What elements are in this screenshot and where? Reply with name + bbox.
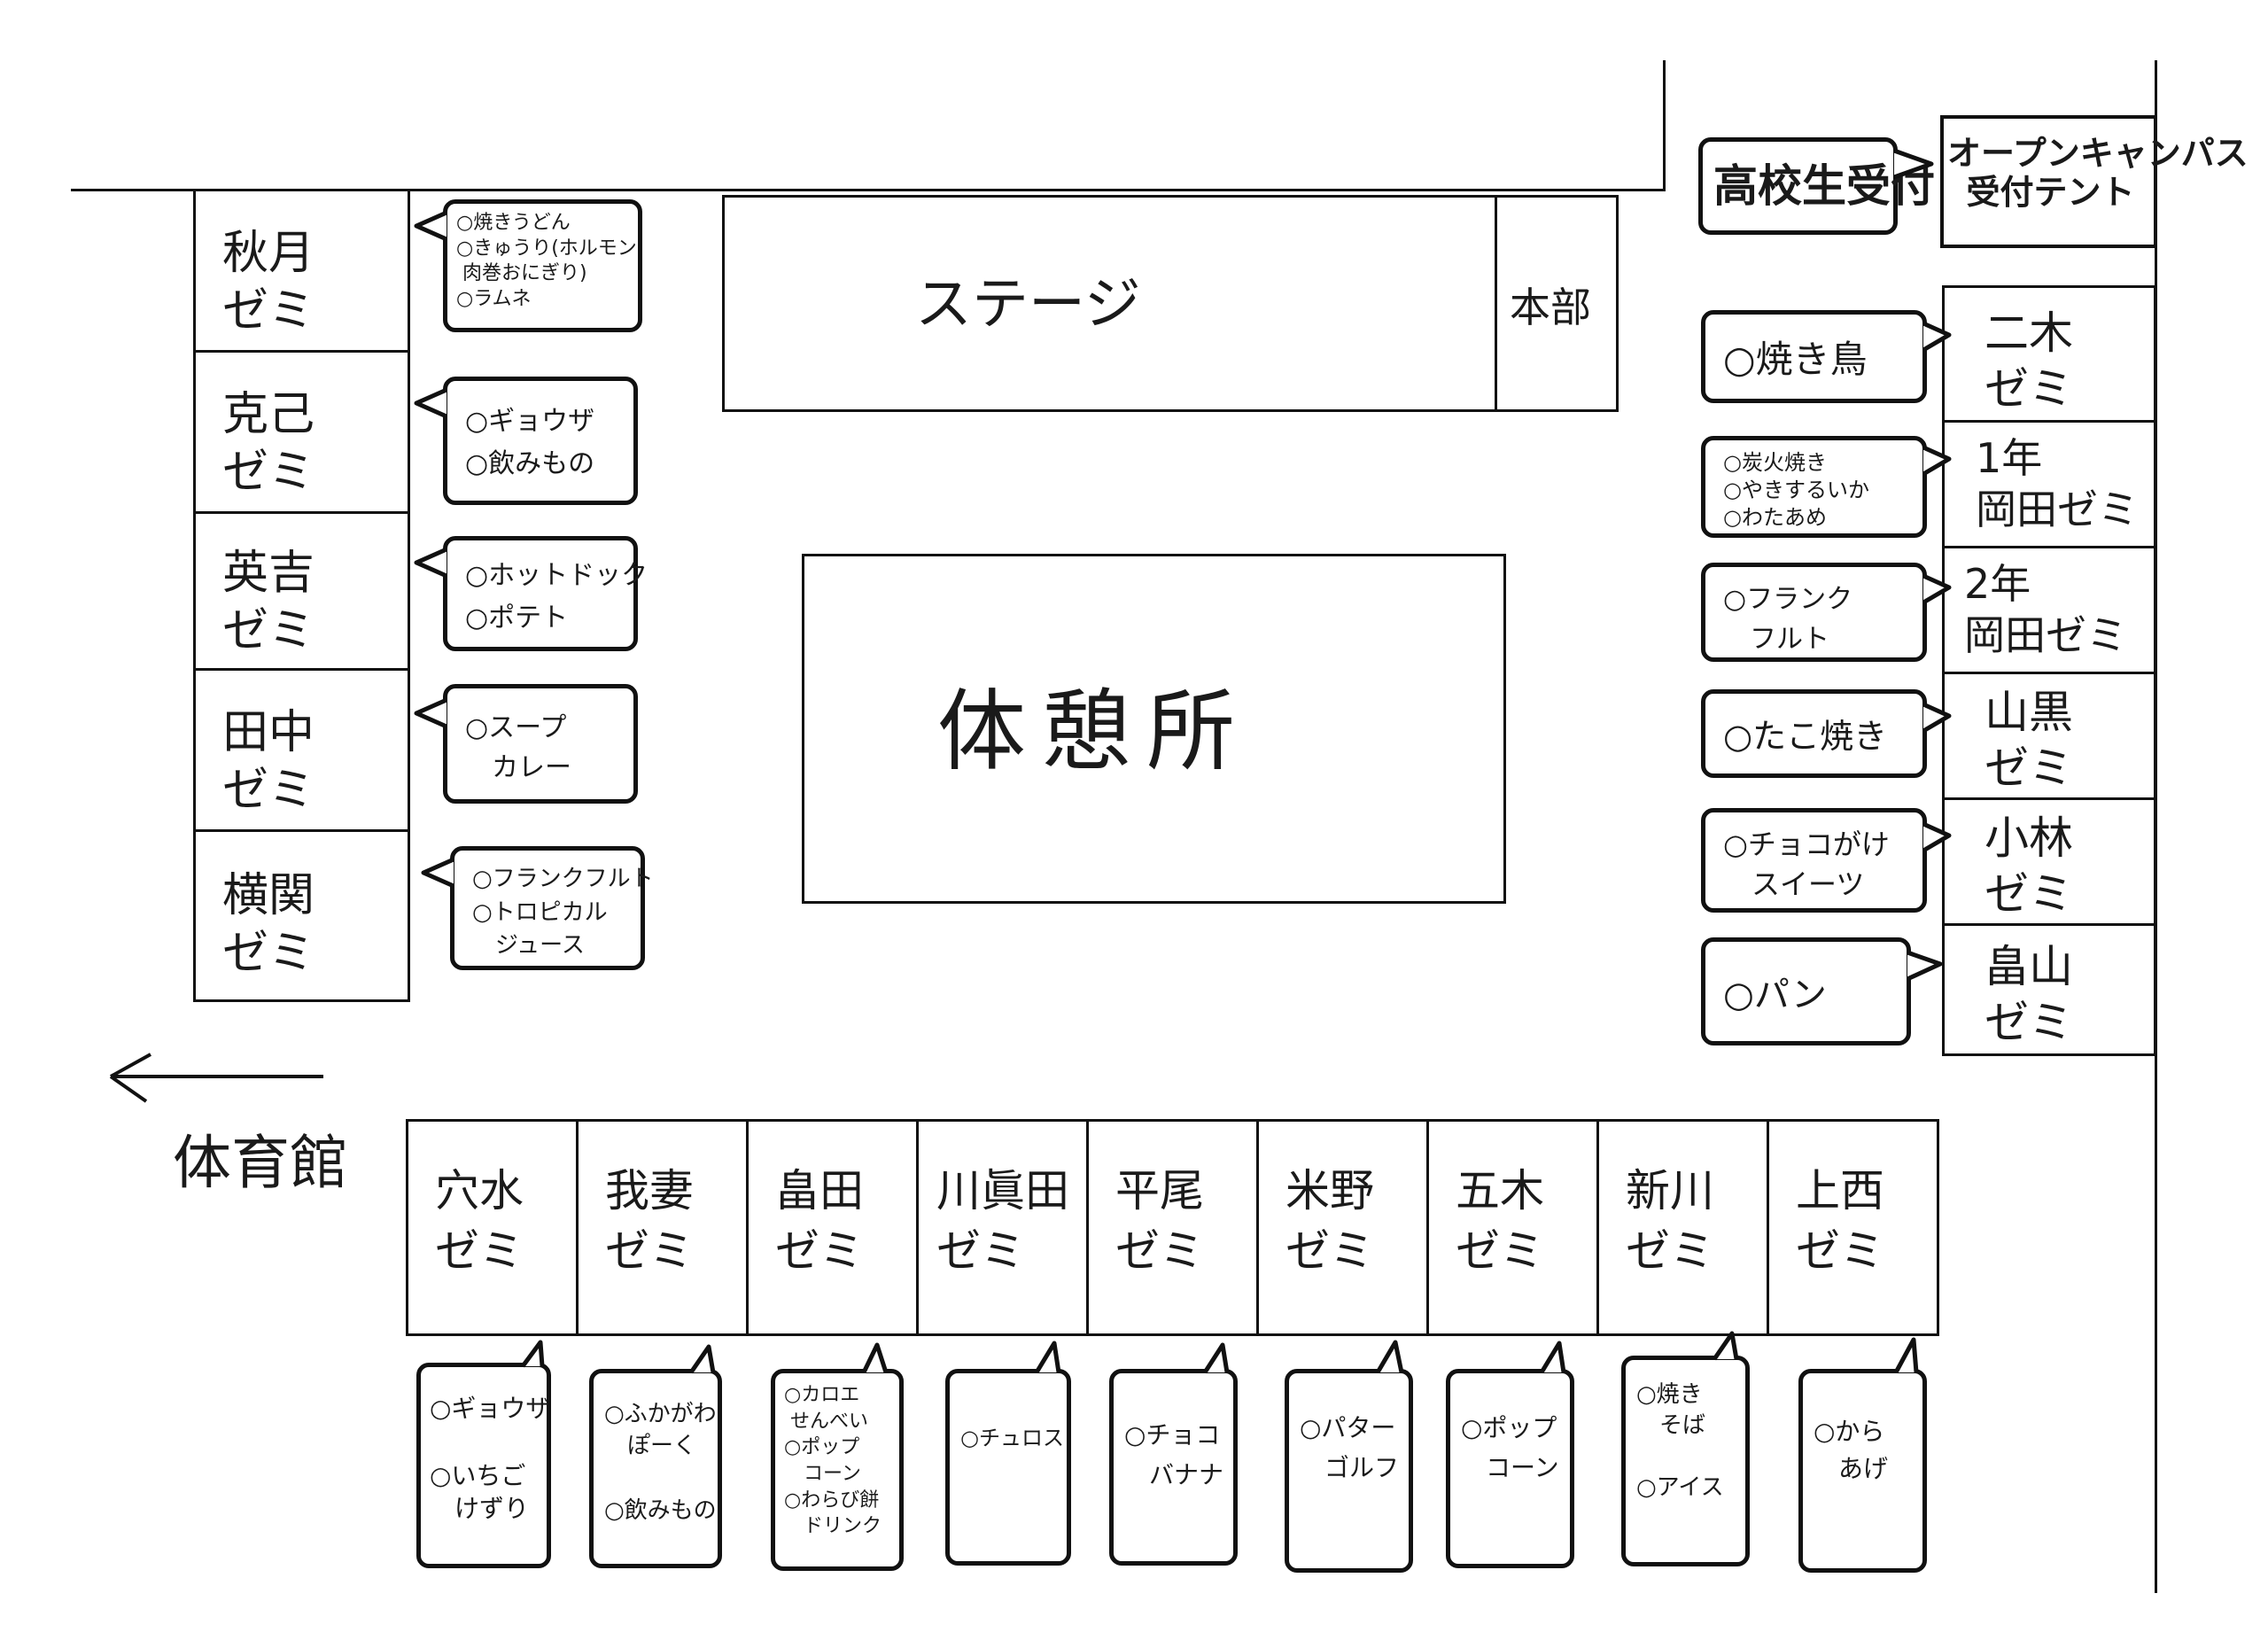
top-road-corner xyxy=(1663,60,1666,191)
menu-items: ○パター ゴルフ xyxy=(1300,1413,1400,1482)
menu-bubble-hirao: ○チョコ バナナ xyxy=(1109,1369,1238,1566)
zemi-box-hatakeyama: 畠山 ゼミ xyxy=(1942,923,2156,1056)
menu-bubble-hatada: ○カロエ せんべい ○ポップ コーン ○わらび餅 ドリンク xyxy=(771,1369,904,1571)
zemi-name: 2年 岡田ゼミ xyxy=(1964,560,2127,659)
menu-items: ○焼き鳥 xyxy=(1723,338,1868,381)
zemi-name: 米野 ゼミ xyxy=(1285,1165,1374,1277)
zemi-box-okada-2: 2年 岡田ゼミ xyxy=(1942,546,2156,674)
menu-bubble-anamizu: ○ギョウザ ○いちご けずり xyxy=(416,1363,551,1568)
hq-box: 本部 xyxy=(1495,195,1619,412)
zemi-name: 新川 ゼミ xyxy=(1626,1165,1714,1277)
open-campus-tent-box: オープンキャンパス 受付テント xyxy=(1940,115,2249,248)
zemi-name: 五木 ゼミ xyxy=(1456,1165,1544,1277)
zemi-name: 山黒 ゼミ xyxy=(1984,687,2073,794)
zemi-name: 秋月 ゼミ xyxy=(222,227,315,338)
zemi-box-futaki: 二木 ゼミ xyxy=(1942,285,2156,423)
menu-bubble-yoneno: ○パター ゴルフ xyxy=(1285,1369,1413,1573)
menu-items: ○ふかがわ ぽーく ○飲みもの xyxy=(604,1401,717,1525)
menu-bubble-kawamata: ○チュロス xyxy=(945,1369,1071,1566)
zemi-name: 小林 ゼミ xyxy=(1984,812,2073,920)
menu-items: ○焼きうどん ○きゅうり(ホルモン 肉巻おにぎり) ○ラムネ xyxy=(456,212,637,310)
menu-bubble-kobayashi: ○チョコがけ スイーツ xyxy=(1701,808,1927,913)
zemi-name: 1年 岡田ゼミ xyxy=(1976,434,2139,533)
zemi-box-yoneno: 米野 ゼミ xyxy=(1256,1119,1429,1336)
hq-label: 本部 xyxy=(1510,284,1591,331)
zemi-box-hatada: 畠田 ゼミ xyxy=(746,1119,919,1336)
menu-items: ○ギョウザ ○飲みもの xyxy=(465,406,595,479)
menu-items: ○焼き そば ○アイス xyxy=(1636,1381,1724,1502)
menu-bubble-akizuki: ○焼きうどん ○きゅうり(ホルモン 肉巻おにぎり) ○ラムネ xyxy=(443,199,642,332)
menu-items: ○ギョウザ ○いちご けずり xyxy=(430,1394,551,1524)
menu-items: ○から あげ xyxy=(1814,1417,1889,1483)
zemi-box-hirao: 平尾 ゼミ xyxy=(1086,1119,1259,1336)
menu-items: ○チュロス xyxy=(960,1426,1064,1450)
hs-reception-bubble: 高校生受付 xyxy=(1698,137,1935,235)
menu-items: ○たこ焼き xyxy=(1723,717,1888,756)
stage-label: ステージ xyxy=(915,272,1141,338)
rest-area-box: 体憩所 xyxy=(802,554,1506,904)
zemi-box-eikichi: 英吉 ゼミ xyxy=(193,511,410,671)
menu-items: ○チョコ バナナ xyxy=(1124,1420,1224,1489)
arrow-left-icon xyxy=(109,1053,323,1103)
menu-bubble-itsuki: ○ポップ コーン xyxy=(1446,1369,1574,1568)
zemi-box-yamaguro: 山黒 ゼミ xyxy=(1942,672,2156,800)
menu-items: ○スープ カレー xyxy=(465,712,571,783)
zemi-box-katsumi: 克己 ゼミ xyxy=(193,350,410,514)
top-road-line xyxy=(71,189,1666,191)
zemi-name: 川眞田 ゼミ xyxy=(936,1165,1069,1277)
zemi-box-kaminishi: 上西 ゼミ xyxy=(1767,1119,1939,1336)
menu-bubble-kaminishi: ○から あげ xyxy=(1798,1369,1927,1573)
menu-bubble-yokozeki: ○フランクフルト ○トロピカル ジュース xyxy=(450,846,654,970)
menu-bubble-okada-1: ○炭火焼き ○やきするいか ○わたあめ xyxy=(1701,436,1927,538)
menu-items: ○チョコがけ スイーツ xyxy=(1723,828,1890,901)
menu-items: ○カロエ せんべい ○ポップ コーン ○わらび餅 ドリンク xyxy=(784,1384,882,1538)
zemi-name: 田中 ゼミ xyxy=(222,706,315,817)
zemi-name: 畠田 ゼミ xyxy=(775,1165,864,1277)
zemi-name: 横関 ゼミ xyxy=(222,869,315,980)
zemi-name: 穴水 ゼミ xyxy=(435,1165,524,1277)
zemi-box-okada-1: 1年 岡田ゼミ xyxy=(1942,420,2156,548)
zemi-name: 我妻 ゼミ xyxy=(605,1165,694,1277)
stage-box: ステージ xyxy=(722,195,1497,412)
menu-bubble-eikichi: ○ホットドック ○ポテト xyxy=(443,536,648,651)
menu-items: ○フランクフルト ○トロピカル ジュース xyxy=(472,866,654,960)
menu-bubble-tanaka: ○スープ カレー xyxy=(443,684,638,804)
zemi-name: 英吉 ゼミ xyxy=(222,547,315,657)
menu-items: ○パン xyxy=(1723,975,1827,1015)
zemi-box-yokozeki: 横関 ゼミ xyxy=(193,829,410,1002)
menu-bubble-okada-2: ○フランク フルト xyxy=(1701,563,1927,662)
menu-bubble-shinkawa: ○焼き そば ○アイス xyxy=(1621,1356,1750,1566)
zemi-box-tanaka: 田中 ゼミ xyxy=(193,668,410,832)
menu-items: ○炭火焼き ○やきするいか ○わたあめ xyxy=(1723,450,1869,531)
menu-bubble-yamaguro: ○たこ焼き xyxy=(1701,689,1927,778)
zemi-name: 平尾 ゼミ xyxy=(1115,1165,1204,1277)
zemi-name: 克己 ゼミ xyxy=(222,388,315,499)
menu-bubble-katsumi: ○ギョウザ ○飲みもの xyxy=(443,377,638,505)
zemi-name: 畠山 ゼミ xyxy=(1984,941,2073,1048)
zemi-name: 上西 ゼミ xyxy=(1796,1165,1884,1277)
menu-items: ○ポップ コーン xyxy=(1461,1413,1559,1482)
menu-items: ○フランク フルト xyxy=(1723,584,1853,655)
menu-bubble-futaki: ○焼き鳥 xyxy=(1701,310,1927,403)
rest-area-label: 体憩所 xyxy=(937,680,1251,783)
zemi-box-kobayashi: 小林 ゼミ xyxy=(1942,797,2156,926)
menu-bubble-hatakeyama: ○パン xyxy=(1701,937,1911,1045)
zemi-name: 二木 ゼミ xyxy=(1984,307,2073,415)
menu-bubble-wagatsuma: ○ふかがわ ぽーく ○飲みもの xyxy=(589,1369,722,1568)
zemi-box-wagatsuma: 我妻 ゼミ xyxy=(576,1119,749,1336)
gym-label: 体育館 xyxy=(173,1129,348,1197)
menu-items: ○ホットドック ○ポテト xyxy=(465,560,649,633)
